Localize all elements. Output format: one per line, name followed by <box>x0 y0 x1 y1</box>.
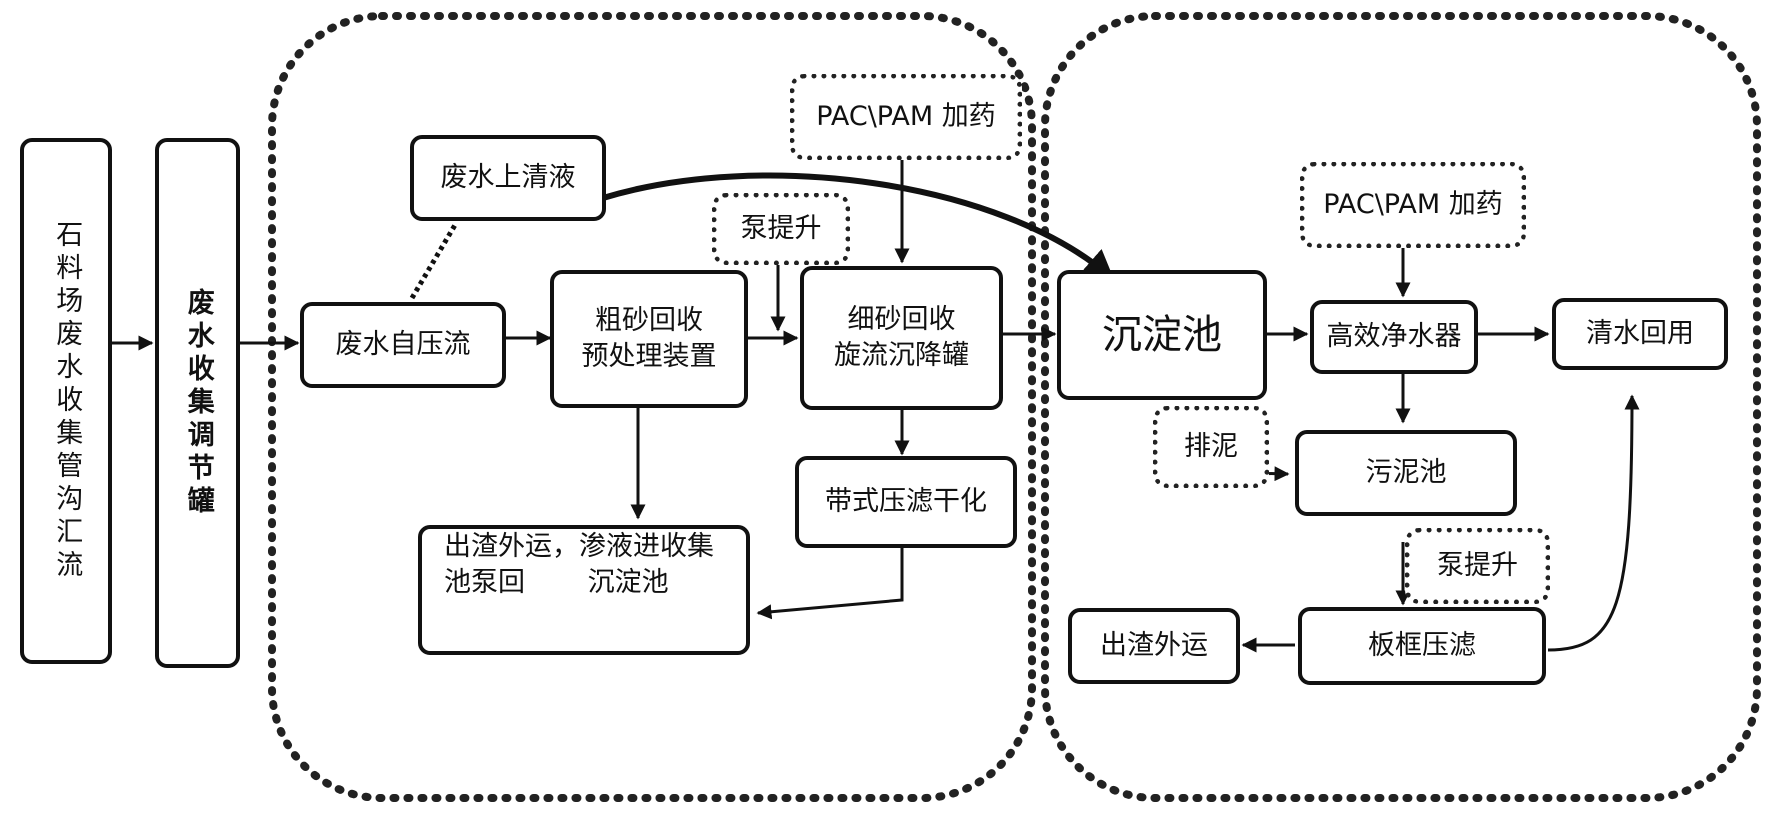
arrow-belt-to-slag1 <box>756 548 904 620</box>
pump-lift-2-label: 泵提升 <box>1437 549 1518 581</box>
sedimentation-tank-box: 沉淀池 <box>1057 270 1267 400</box>
slag-transport-1-box: 出渣外运，渗液进收集 池泵回 沉淀池 <box>418 525 750 655</box>
purifier-box: 高效净水器 <box>1310 300 1478 374</box>
sludge-tank-box: 污泥池 <box>1295 430 1517 516</box>
coarse-sand-line2: 预处理装置 <box>581 341 717 372</box>
sludge-discharge-box: 排泥 <box>1153 406 1269 488</box>
pump-lift-2-box: 泵提升 <box>1405 528 1550 604</box>
arrow-selfflow-to-supernatant <box>409 223 458 300</box>
dosing-1-box: PAC\PAM 加药 <box>790 74 1022 160</box>
belt-press-label: 带式压滤干化 <box>825 485 987 517</box>
purifier-label: 高效净水器 <box>1326 320 1462 352</box>
sludge-tank-label: 污泥池 <box>1365 456 1447 488</box>
pump-lift-1-label: 泵提升 <box>740 212 822 244</box>
sedimentation-tank-label: 沉淀池 <box>1102 312 1222 358</box>
stone-yard-box: 石料场废水收集管沟汇流 <box>20 138 112 664</box>
slag-transport-2-box: 出渣外运 <box>1068 608 1240 684</box>
dosing-2-label: PAC\PAM 加药 <box>1323 188 1503 220</box>
self-flow-box: 废水自压流 <box>300 302 506 388</box>
clean-water-reuse-box: 清水回用 <box>1552 298 1728 370</box>
slag-transport-2-label: 出渣外运 <box>1100 629 1208 661</box>
slag-transport-1-line2: 池泵回 沉淀池 <box>444 567 669 599</box>
fine-sand-line2: 旋流沉降罐 <box>834 340 969 371</box>
coarse-sand-line1: 粗砂回收 <box>595 304 703 336</box>
sludge-discharge-label: 排泥 <box>1184 430 1238 462</box>
plate-press-box: 板框压滤 <box>1298 607 1546 685</box>
plate-press-label: 板框压滤 <box>1368 629 1476 661</box>
collection-tank-label: 废水收集调节罐 <box>182 287 214 519</box>
belt-press-box: 带式压滤干化 <box>795 456 1017 548</box>
self-flow-label: 废水自压流 <box>335 328 471 360</box>
collection-tank-box: 废水收集调节罐 <box>155 138 240 668</box>
dosing-2-box: PAC\PAM 加药 <box>1300 162 1526 248</box>
group-pretreatment <box>268 12 1036 802</box>
supernatant-label: 废水上清液 <box>440 161 576 193</box>
dosing-1-label: PAC\PAM 加药 <box>816 100 996 132</box>
supernatant-box: 废水上清液 <box>410 135 606 221</box>
pump-lift-1-box: 泵提升 <box>712 193 850 265</box>
fine-sand-box: 细砂回收 旋流沉降罐 <box>800 266 1003 410</box>
arrow-supernatant-to-sed <box>602 172 1115 281</box>
clean-water-reuse-label: 清水回用 <box>1586 317 1694 349</box>
fine-sand-line1: 细砂回收 <box>847 303 956 335</box>
stone-yard-label: 石料场废水收集管沟汇流 <box>51 219 83 583</box>
slag-transport-1-line1: 出渣外运，渗液进收集 <box>444 531 714 562</box>
arrow-press-to-reuse <box>1547 394 1640 652</box>
coarse-sand-box: 粗砂回收 预处理装置 <box>550 270 748 408</box>
